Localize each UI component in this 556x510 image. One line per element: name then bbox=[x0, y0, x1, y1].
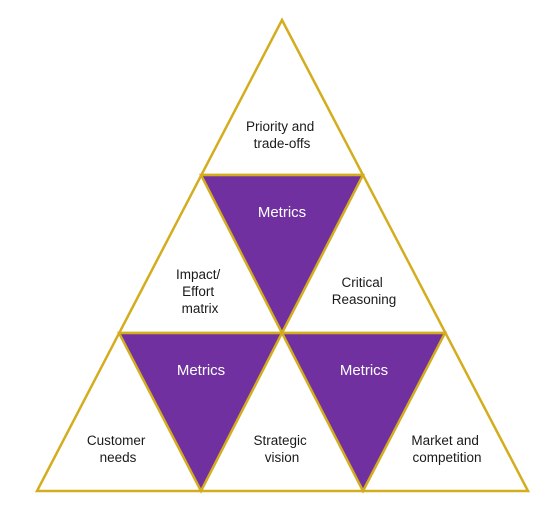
label-impact: Impact/ Effort matrix bbox=[176, 267, 224, 316]
label-market-line2: competition bbox=[412, 450, 481, 465]
label-strategic-line1: Strategic bbox=[253, 433, 307, 448]
label-impact-line1: Impact/ bbox=[176, 267, 221, 282]
label-priority: Priority and trade-offs bbox=[246, 119, 318, 151]
label-critical-line1: Critical bbox=[341, 275, 382, 290]
label-metrics-lower-left: Metrics bbox=[177, 362, 225, 379]
label-customer: Customer needs bbox=[87, 433, 149, 465]
label-critical: Critical Reasoning bbox=[332, 275, 397, 307]
label-strategic-line2: vision bbox=[265, 450, 300, 465]
label-impact-line3: matrix bbox=[182, 301, 219, 316]
label-market-line1: Market and bbox=[411, 433, 479, 448]
label-market: Market and competition bbox=[411, 433, 482, 465]
metrics-triangle-upper bbox=[198, 173, 366, 336]
label-customer-line2: needs bbox=[100, 450, 137, 465]
label-critical-line2: Reasoning bbox=[332, 292, 397, 307]
metrics-triangle-lower-left bbox=[116, 331, 285, 494]
label-metrics-lower-right: Metrics bbox=[340, 362, 388, 379]
label-metrics-upper: Metrics bbox=[258, 204, 306, 221]
label-customer-line1: Customer bbox=[87, 433, 146, 448]
label-priority-line2: trade-offs bbox=[254, 136, 311, 151]
label-strategic: Strategic vision bbox=[253, 433, 310, 465]
metrics-triangle-lower-right bbox=[279, 331, 448, 494]
label-priority-line1: Priority and bbox=[246, 119, 314, 134]
label-impact-line2: Effort bbox=[182, 284, 214, 299]
